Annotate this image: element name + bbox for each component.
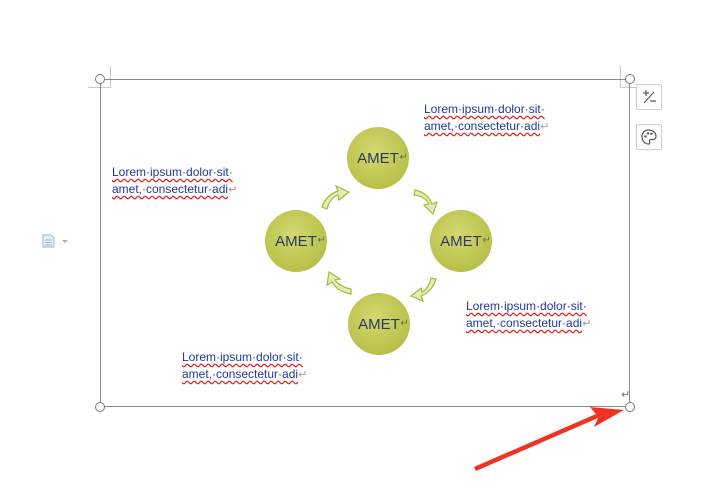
shape-label-left: AMET: [275, 232, 317, 250]
document-options-icon[interactable]: [42, 234, 70, 253]
layout-options-button[interactable]: [636, 84, 662, 110]
text-box-top-left[interactable]: Lorem·ipsum·dolor·sit· amet,·consectetur…: [112, 164, 237, 199]
text-box-top-right[interactable]: Lorem·ipsum·dolor·sit· amet,·consectetur…: [424, 101, 549, 136]
cycle-shape-left[interactable]: AMET↵: [265, 210, 327, 272]
plus-minus-icon: [643, 90, 656, 104]
paragraph-mark: ↵: [482, 234, 491, 246]
text-line: amet,·consectetur·adi: [424, 119, 541, 133]
paragraph-mark: ↵: [317, 234, 326, 246]
arrow-top-to-right: [413, 189, 438, 216]
text-box-right[interactable]: Lorem·ipsum·dolor·sit· amet,·consectetur…: [466, 298, 591, 333]
drawing-canvas-frame[interactable]: [100, 79, 630, 407]
paragraph-mark: ↵: [582, 318, 592, 330]
paragraph-mark: ↵: [400, 317, 409, 329]
resize-handle-top-left[interactable]: [95, 74, 105, 84]
text-box-bottom-left[interactable]: Lorem·ipsum·dolor·sit· amet,·consectetur…: [182, 349, 307, 384]
text-line: Lorem·ipsum·dolor·sit·: [466, 299, 587, 313]
page-corner-mark-left: [110, 66, 111, 88]
paragraph-mark: ↵: [399, 151, 408, 163]
text-line: amet,·consectetur·adi: [182, 367, 299, 381]
text-line: amet,·consectetur·adi: [112, 182, 229, 196]
arrow-bottom-to-left: [326, 271, 352, 295]
shape-label-right: AMET: [440, 232, 482, 250]
page-corner-mark-right: [620, 87, 642, 88]
arrow-left-to-top: [321, 184, 351, 210]
cycle-shape-right[interactable]: AMET↵: [430, 210, 492, 272]
paragraph-mark: ↵: [298, 369, 308, 381]
resize-handle-bottom-left[interactable]: [95, 402, 105, 412]
page-corner-mark-right: [620, 66, 621, 88]
cycle-shape-top[interactable]: AMET↵: [347, 127, 409, 189]
cycle-shape-bottom[interactable]: AMET↵: [348, 293, 410, 355]
text-line: Lorem·ipsum·dolor·sit·: [182, 350, 303, 364]
text-line: Lorem·ipsum·dolor·sit·: [112, 165, 233, 179]
paragraph-mark: ↵: [540, 121, 550, 133]
shape-label-bottom: AMET: [358, 315, 400, 333]
resize-handle-top-right[interactable]: [625, 74, 635, 84]
paragraph-mark: ↵: [228, 184, 238, 196]
paragraph-mark: ↵: [621, 389, 631, 401]
shape-label-top: AMET: [357, 149, 399, 167]
resize-handle-bottom-right[interactable]: [625, 402, 635, 412]
palette-icon: [641, 129, 657, 145]
arrow-right-to-bottom: [410, 277, 437, 303]
text-line: Lorem·ipsum·dolor·sit·: [424, 102, 545, 116]
shape-style-button[interactable]: [636, 124, 662, 150]
text-line: amet,·consectetur·adi: [466, 316, 583, 330]
page-corner-mark-left: [88, 87, 110, 88]
